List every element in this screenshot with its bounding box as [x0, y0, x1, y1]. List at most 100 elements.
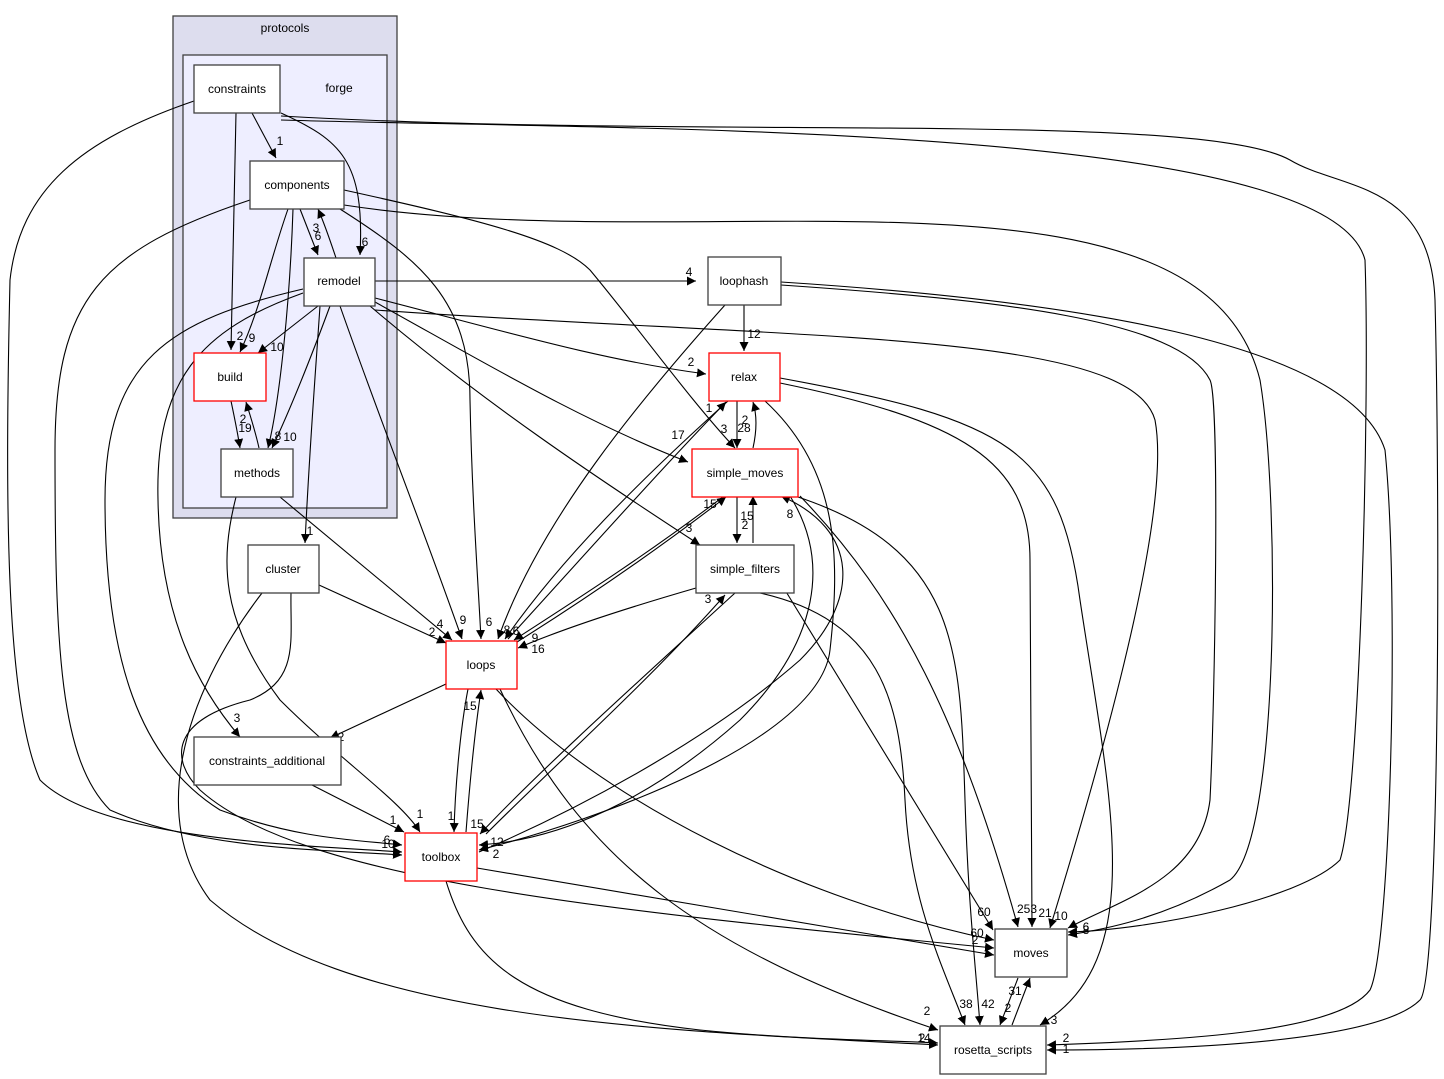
edge-cluster-rosetta-scripts	[177, 592, 939, 1050]
edge-label: 9	[249, 331, 256, 345]
edge-label: 6	[486, 615, 493, 629]
edge-constraints-rosetta-scripts	[280, 115, 1439, 1055]
edge-constraints-moves	[280, 119, 1367, 937]
edge-label: 1	[277, 134, 284, 148]
cluster-protocols-label: protocols	[261, 21, 310, 35]
edge-labels: 1 6 3 6 2 9 10 2 19 8 10 4 12 2 1 3 17 2…	[234, 134, 1090, 1056]
edge-label: 10	[270, 340, 284, 354]
edge-label: 12	[747, 327, 761, 341]
edge-simple-moves-moves	[799, 495, 1020, 928]
edge-label: 1	[390, 813, 397, 827]
edge-label: 12	[490, 835, 504, 849]
node-label: methods	[234, 466, 280, 480]
node-label: build	[217, 370, 242, 384]
node-label: components	[264, 178, 329, 192]
edge-label: 9	[460, 613, 467, 627]
node-relax[interactable]: relax	[708, 352, 781, 402]
edge-relax-moves	[779, 382, 1037, 928]
edge-rosetta-scripts-moves	[1011, 977, 1031, 1026]
edge-label: 4	[437, 617, 444, 631]
edge-label: 2	[493, 847, 500, 861]
edge-remodel-constraints-additional	[157, 292, 304, 738]
edge-label: 8	[787, 507, 794, 521]
node-label: relax	[731, 370, 757, 384]
node-moves[interactable]: moves	[994, 928, 1068, 978]
edge-label: 2	[742, 413, 749, 427]
edges	[7, 100, 1439, 1055]
node-toolbox[interactable]: toolbox	[404, 832, 478, 882]
edge-label: 3	[1051, 1013, 1058, 1027]
edge-relax-loops	[504, 400, 729, 640]
node-methods[interactable]: methods	[220, 448, 294, 498]
node-label: toolbox	[422, 850, 461, 864]
edge-relax-rosetta-scripts	[779, 377, 1113, 1026]
edge-constraints-toolbox	[7, 100, 403, 856]
edge-simple-filters-toolbox	[479, 592, 736, 835]
edge-toolbox-moves	[476, 867, 995, 958]
edge-loops-rosetta-scripts	[499, 688, 939, 1032]
node-loops[interactable]: loops	[445, 640, 518, 690]
edge-toolbox-simple-filters	[485, 594, 726, 835]
edge-components-moves	[343, 204, 1274, 939]
node-loophash[interactable]: loophash	[707, 256, 782, 306]
node-cluster[interactable]: cluster	[247, 544, 320, 594]
node-label: moves	[1013, 946, 1048, 960]
edge-label: 2	[429, 625, 436, 639]
edge-components-loops	[339, 208, 486, 640]
edge-toolbox-simple-moves	[478, 495, 844, 853]
edge-label: 15	[470, 817, 484, 831]
edge-simple-moves-toolbox	[478, 495, 814, 849]
edge-methods-toolbox	[226, 496, 421, 833]
edge-components-methods	[265, 208, 294, 449]
edge-methods-loops	[279, 496, 453, 641]
edge-label: 8	[504, 623, 511, 637]
node-label: constraints_additional	[209, 754, 325, 768]
edge-components-remodel	[299, 208, 319, 256]
edge-label: 14	[917, 1031, 931, 1045]
edge-relax-toolbox	[478, 400, 836, 853]
edge-label: 1	[448, 809, 455, 823]
edge-loophash-rosetta-scripts	[780, 281, 1393, 1050]
edge-simple-moves-rosetta-scripts	[794, 495, 984, 1026]
node-constraints[interactable]: constraints	[193, 64, 281, 114]
edge-constraints-additional-toolbox	[311, 784, 405, 833]
edge-components-build	[239, 208, 289, 353]
node-build[interactable]: build	[193, 352, 267, 402]
edge-loops-constraints-additional	[329, 683, 447, 739]
edge-label: 8	[1083, 923, 1090, 937]
edge-label: 2	[924, 1004, 931, 1018]
edge-label: 253	[1017, 902, 1037, 916]
edge-label: 15	[740, 509, 754, 523]
edge-label: 16	[531, 642, 545, 656]
edge-simple-moves-relax	[751, 401, 760, 449]
edge-label: 19	[238, 421, 252, 435]
edge-toolbox-rosetta-scripts	[445, 880, 939, 1048]
edge-methods-build	[244, 401, 260, 449]
node-label: constraints	[208, 82, 266, 96]
node-label: loops	[467, 658, 496, 672]
edge-label: 10	[1054, 909, 1068, 923]
edge-components-toolbox	[54, 199, 403, 859]
edge-simple-filters-loops	[517, 587, 697, 649]
edge-cluster-loops	[318, 584, 447, 644]
node-simple-moves[interactable]: simple_moves	[691, 448, 799, 498]
node-components[interactable]: components	[249, 160, 345, 210]
edge-remodel-toolbox	[104, 288, 403, 849]
edge-label: 2	[972, 933, 979, 947]
node-remodel[interactable]: remodel	[303, 257, 376, 307]
node-simple-filters[interactable]: simple_filters	[695, 544, 795, 594]
edge-loops-relax	[507, 401, 727, 640]
node-constraints-additional[interactable]: constraints_additional	[193, 736, 342, 786]
edge-label: 8	[275, 429, 282, 443]
edge-label: 17	[671, 428, 685, 442]
edge-build-methods	[230, 400, 244, 449]
edge-label: 60	[977, 905, 991, 919]
edge-constraints-components	[251, 112, 277, 159]
edge-label: 1	[417, 807, 424, 821]
edge-label: 21	[1038, 906, 1052, 920]
cluster-forge-label: forge	[325, 81, 353, 95]
edge-simple-filters-moves	[784, 589, 994, 931]
node-label: simple_moves	[707, 466, 784, 480]
node-rosetta-scripts[interactable]: rosetta_scripts	[939, 1025, 1047, 1075]
